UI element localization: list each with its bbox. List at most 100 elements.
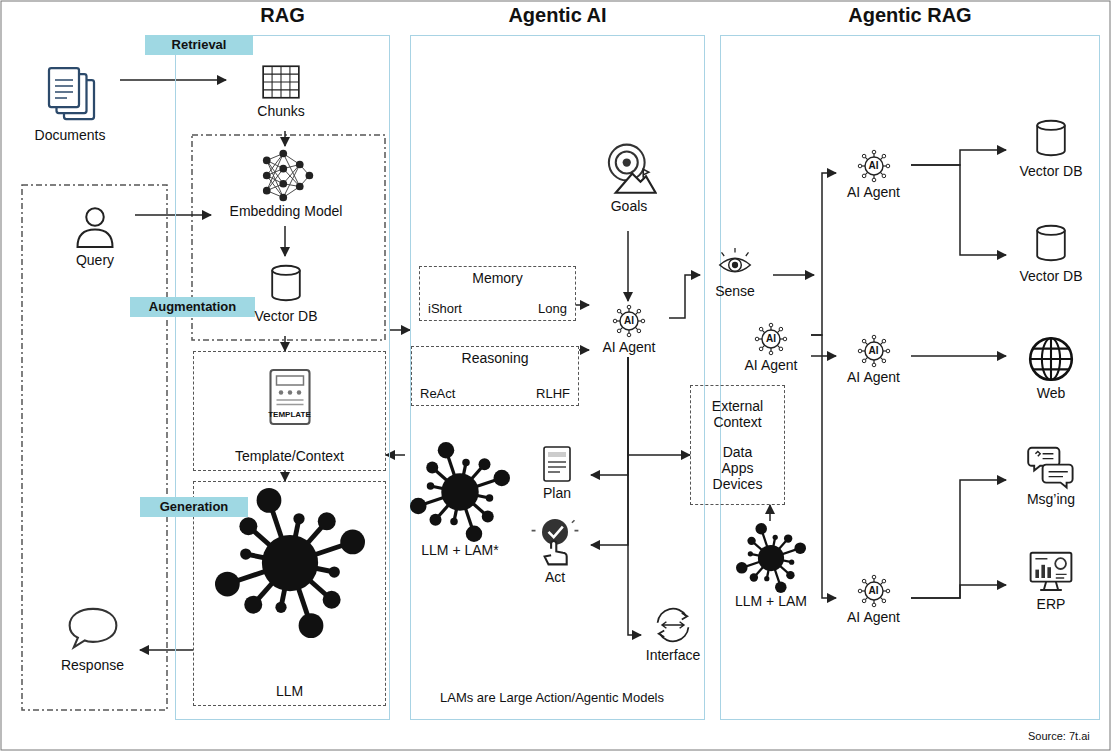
connector-arrow [591, 357, 628, 545]
node-text: Chunks [257, 103, 304, 119]
node-text: Template/Context [235, 448, 344, 464]
connector-arrow [284, 131, 286, 146]
connector-arrow [628, 357, 641, 635]
connector-arrow [628, 357, 690, 455]
connector-arrow [284, 226, 286, 256]
node-text: Vector DB [254, 308, 317, 324]
connector-arrow [811, 173, 836, 335]
icon-label: TEMPLATE [194, 410, 385, 420]
connector-arrow [135, 214, 211, 216]
node-subtext: ReAct [420, 386, 455, 402]
node-text: Query [76, 252, 114, 268]
icon-node: Plan [523, 441, 591, 506]
icon-node: Chunks [226, 59, 336, 131]
erp-icon [1025, 548, 1077, 596]
node-text: ERP [1037, 596, 1066, 612]
icon-node: Response [45, 600, 140, 690]
stage-tag: Generation [140, 497, 248, 517]
cyl-icon [1028, 218, 1074, 268]
user-dashed-group [22, 185, 167, 710]
icon-label: AI [836, 160, 911, 172]
iface-icon [651, 603, 695, 647]
connector-arrow [669, 275, 700, 318]
note-label: LAMs are Large Action/Agentic Models [440, 690, 664, 705]
subtext-row: iShortLong [428, 301, 567, 317]
connector-arrow [811, 335, 836, 598]
connector-arrow [911, 355, 1006, 357]
node-text: Sense [715, 283, 755, 299]
icon-node: Documents [20, 55, 120, 180]
node-text: Goals [611, 198, 648, 214]
llm-icon [736, 523, 806, 593]
dashed-group-box: ReasoningReAct RLHF [411, 346, 579, 406]
node-text: Response [61, 657, 124, 673]
icon-label: AI [836, 345, 911, 357]
icon-node: Msg’ing [1006, 441, 1096, 521]
node-text: External Context [695, 398, 780, 430]
section-panel: Agentic AIGoalsMemoryiShortLongReasoning… [410, 35, 705, 720]
dashed-group-box: Memory iShortLong [419, 266, 576, 321]
node-subtext: Data Apps Devices [708, 444, 768, 492]
node-text: Reasoning [420, 350, 570, 366]
icon-node: Web [1006, 331, 1096, 416]
node-text: Agentic AI [411, 3, 704, 27]
cyl-icon [263, 258, 309, 308]
node-text: LLM [276, 683, 303, 699]
node-text: Act [545, 569, 565, 585]
node-text: Generation [160, 499, 229, 515]
eye-icon [712, 247, 758, 283]
connector-arrow [769, 505, 771, 521]
node-text: Interface [646, 647, 700, 663]
section-panel: RAGChunksEmbedding ModelVector DBTemplat… [175, 35, 390, 720]
connector-arrow [284, 336, 286, 351]
icon-node: AI Agent AI [836, 331, 911, 387]
connector-arrow [911, 585, 1006, 598]
subtext-row: ReAct RLHF [420, 386, 570, 402]
node-subtext: Long [538, 301, 567, 317]
icon-node: AI AgentAI [731, 319, 811, 375]
stage-tag: Augmentation [130, 297, 255, 317]
node-text: Memory [428, 270, 567, 286]
node-text: Retrieval [172, 37, 227, 53]
node-text: Agentic RAG [721, 3, 1099, 27]
note-label: Source: 7t.ai [1028, 730, 1090, 743]
icon-label: AI [836, 585, 911, 597]
connector-arrow [911, 150, 1006, 165]
node-text: RAG [176, 3, 389, 27]
icon-node: Vector DB [1006, 111, 1096, 191]
node-text: AI Agent [847, 609, 900, 625]
connector-arrow [591, 357, 628, 475]
person-icon [70, 202, 120, 252]
section-panel: Agentic RAGAI AgentAIAI AgentAIAI AgentA… [720, 35, 1100, 720]
node-text: Msg’ing [1027, 491, 1075, 507]
msg-icon [1025, 443, 1077, 491]
grid-icon [257, 61, 305, 103]
sense-arrow [773, 274, 814, 276]
globe-icon [1025, 333, 1077, 385]
docs-icon [40, 57, 100, 127]
connector-arrow [627, 231, 629, 301]
node-text: AI Agent [745, 357, 798, 373]
node-subtext: RLHF [536, 386, 570, 402]
connector-arrow [120, 79, 226, 81]
node-text: Vector DB [1019, 163, 1082, 179]
node-text: AI Agent [603, 339, 656, 355]
icon-node: Vector DB [231, 256, 341, 336]
bubble-icon [63, 602, 123, 657]
dashed-box: Template/Context TEMPLATE [193, 351, 386, 471]
icon-node: AI Agent AI [836, 571, 911, 627]
icon-node: Sense [700, 245, 770, 305]
icon-node: Goals [591, 136, 667, 231]
node-text: LLM + LAM [735, 593, 807, 609]
nn-icon [256, 148, 316, 203]
act-icon [529, 513, 581, 569]
icon-node: Act [519, 511, 591, 593]
connector-arrow [284, 471, 286, 481]
context-box: External ContextData Apps Devices [690, 385, 785, 505]
icon-node: AI AgentAI [836, 146, 911, 202]
node-text: Embedding Model [230, 203, 343, 219]
node-text: AI Agent [847, 369, 900, 385]
